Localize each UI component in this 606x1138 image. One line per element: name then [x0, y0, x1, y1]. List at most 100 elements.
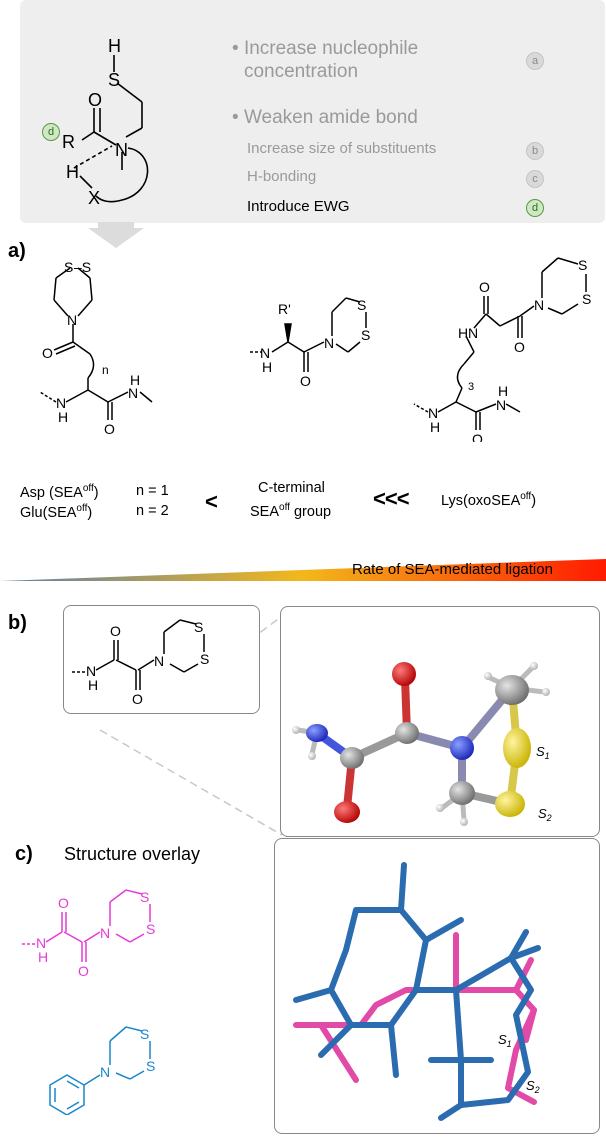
svg-text:S: S [140, 889, 149, 905]
svg-text:H: H [88, 677, 98, 693]
svg-text:N: N [496, 397, 506, 413]
less-than-symbol: < [205, 489, 218, 514]
sub-strategy-size: Increase size of substituents [247, 140, 437, 157]
svg-text:N: N [324, 335, 334, 351]
structure-overlay-title: Structure overlay [64, 844, 201, 864]
panel-c-label: c) [15, 843, 33, 865]
carbon-atom [449, 781, 475, 805]
rate-gradient-wedge [0, 559, 606, 581]
svg-text:S: S [582, 291, 591, 307]
asp-n-label: n = 1 [136, 483, 169, 499]
svg-text:N: N [100, 1064, 110, 1080]
atom-s: S [108, 70, 120, 90]
svg-text:S: S [200, 651, 209, 667]
crystal-structure-box [280, 606, 600, 837]
svg-text:N: N [100, 925, 110, 941]
oxygen-atom [392, 662, 416, 686]
svg-text:H: H [262, 359, 272, 375]
badge-b: b [526, 142, 544, 160]
carbon-atom [495, 675, 529, 705]
c-terminal-sea-structure: R' N H N O S S [250, 297, 370, 389]
svg-text:N: N [468, 325, 478, 341]
svg-text:S: S [140, 1026, 149, 1042]
oxygen-atom [334, 801, 360, 823]
atom-r: R [62, 132, 75, 152]
svg-text:N: N [154, 653, 164, 669]
blue-overlay-bonds [293, 862, 541, 1121]
svg-text:S: S [64, 259, 73, 275]
svg-text:S1: S1 [498, 1032, 512, 1049]
svg-text:N: N [260, 345, 270, 361]
lys-oxosea-structure: O O N H N 3 N H N H O S S [413, 257, 591, 442]
atom-n: N [115, 140, 128, 160]
svg-text:O: O [300, 373, 311, 389]
svg-text:S: S [146, 921, 155, 937]
atom-x: X [88, 188, 100, 208]
svg-text:N: N [428, 405, 438, 421]
svg-text:N: N [56, 395, 66, 411]
carbon-atom [340, 747, 364, 769]
svg-text:S: S [194, 619, 203, 635]
atom-o: O [88, 90, 102, 110]
overlay-structure-box [274, 838, 600, 1134]
lys-oxosea-label: Lys(oxoSEAoff) [441, 491, 537, 509]
svg-text:O: O [42, 345, 53, 361]
svg-text:H: H [430, 419, 440, 435]
asp-sea-label: Asp (SEAoff) [20, 483, 99, 501]
svg-text:H: H [38, 949, 48, 965]
strategy-line-1: Increase nucleophile [243, 38, 419, 59]
nitrogen-atom [450, 736, 474, 760]
svg-text:O: O [132, 691, 143, 707]
phenyl-sea-blue-structure: N S S [49, 1026, 155, 1115]
badge-d: d [526, 199, 544, 217]
nucleophile-scaffold-structure: H S O N R H X [62, 36, 149, 208]
c-terminal-label-line2: SEAoff group [250, 502, 332, 520]
asp-glu-sea-structure: S –S N O n N H N H O [39, 259, 153, 437]
svg-text:S: S [357, 297, 366, 313]
svg-text:N: N [67, 312, 77, 328]
sulfur-atom [503, 728, 531, 768]
svg-text:H: H [458, 325, 468, 341]
svg-text:R': R' [278, 301, 291, 317]
svg-text:S1: S1 [536, 744, 550, 761]
svg-text:n: n [102, 363, 109, 377]
svg-text:H: H [58, 409, 68, 425]
oxosea-inset-box [63, 605, 260, 714]
svg-text:3: 3 [468, 381, 474, 393]
atom-h: H [108, 36, 121, 56]
c-terminal-label-line1: C-terminal [258, 480, 325, 496]
svg-text:S2: S2 [526, 1078, 540, 1095]
svg-text:O: O [58, 895, 69, 911]
svg-text:S: S [578, 257, 587, 273]
glu-n-label: n = 2 [136, 503, 169, 519]
sulfur-atom [495, 791, 525, 817]
svg-text:O: O [110, 623, 121, 639]
svg-text:O: O [479, 279, 490, 295]
carbon-atom [395, 722, 419, 744]
nitrogen-atom [306, 724, 328, 742]
badge-c: c [526, 170, 544, 188]
strategy-weaken-amide: • Weaken amide bond [232, 107, 418, 128]
svg-text:O: O [78, 963, 89, 979]
svg-text:H: H [498, 383, 508, 399]
badge-d-r-group: d [42, 123, 60, 141]
svg-text:N: N [128, 385, 138, 401]
oxosea-structure: N H O O N S S [72, 619, 209, 707]
crystal-structure-render: S1 S2 [292, 662, 552, 826]
overlay-structure-render: S1 S2 [293, 862, 541, 1121]
magenta-overlay-bonds [293, 932, 537, 1105]
svg-text:–S: –S [74, 259, 91, 275]
svg-text:N: N [534, 297, 544, 313]
svg-text:N: N [86, 663, 96, 679]
rate-label: Rate of SEA-mediated ligation [352, 561, 553, 578]
glu-sea-label: Glu(SEAoff) [20, 503, 93, 521]
svg-text:S2: S2 [538, 806, 552, 823]
svg-text:S: S [361, 327, 370, 343]
svg-text:O: O [472, 431, 483, 442]
panel-b-label: b) [8, 612, 27, 634]
atom-h-bond: H [66, 162, 79, 182]
sub-strategy-ewg: Introduce EWG [247, 198, 350, 215]
much-less-than-symbol: <<< [373, 486, 410, 511]
badge-a: a [526, 52, 544, 70]
oxosea-magenta-structure: N H O O N S S [22, 889, 155, 979]
